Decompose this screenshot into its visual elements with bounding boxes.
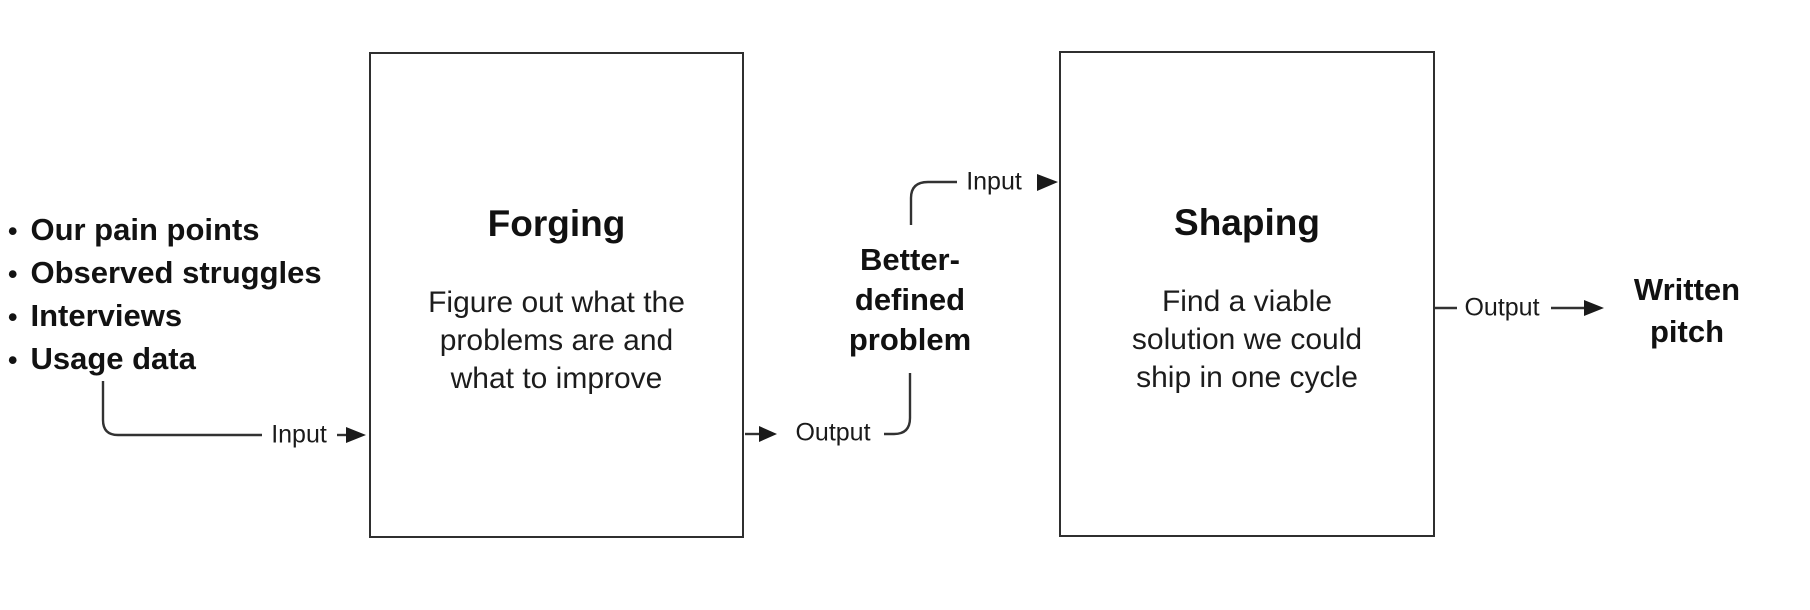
pitch-arrowhead-icon	[1584, 300, 1604, 316]
input-sources-list: • Our pain points • Observed struggles •…	[8, 209, 322, 381]
list-item: • Observed struggles	[8, 252, 322, 295]
input-source-label: Our pain points	[30, 212, 260, 247]
list-item: • Our pain points	[8, 209, 322, 252]
forging-box: Forging Figure out what the problems are…	[369, 52, 744, 538]
input-source-label: Observed struggles	[30, 255, 322, 290]
input-source-label: Usage data	[30, 341, 196, 376]
forging-output-arrowhead-icon	[759, 426, 777, 442]
forging-input-label: Input	[271, 420, 327, 449]
sources-to-forging-connector	[101, 381, 262, 437]
forging-title: Forging	[487, 203, 626, 244]
problem-to-shaping-connector	[909, 180, 957, 225]
shaping-input-arrowhead-icon	[1037, 174, 1058, 191]
shaping-input-label: Input	[966, 167, 1022, 196]
bullet-icon: •	[8, 345, 18, 375]
shaping-box: Shaping Find a viable solution we could …	[1059, 51, 1435, 537]
shaping-title: Shaping	[1174, 202, 1320, 243]
bullet-icon: •	[8, 259, 18, 289]
forging-output-label: Output	[795, 418, 871, 447]
forging-input-arrowhead-icon	[346, 427, 366, 443]
forging-description: Figure out what the problems are and wha…	[428, 286, 685, 395]
input-source-label: Interviews	[30, 298, 183, 333]
output-to-problem-connector	[884, 373, 912, 436]
bullet-icon: •	[8, 216, 18, 246]
written-pitch-label: Written pitch	[1633, 272, 1741, 349]
better-defined-problem-label: Better- defined problem	[848, 242, 972, 357]
list-item: • Usage data	[8, 338, 322, 381]
shaping-description: Find a viable solution we could ship in …	[1131, 285, 1363, 394]
bullet-icon: •	[8, 302, 18, 332]
shaping-output-label: Output	[1464, 293, 1540, 322]
list-item: • Interviews	[8, 295, 322, 338]
